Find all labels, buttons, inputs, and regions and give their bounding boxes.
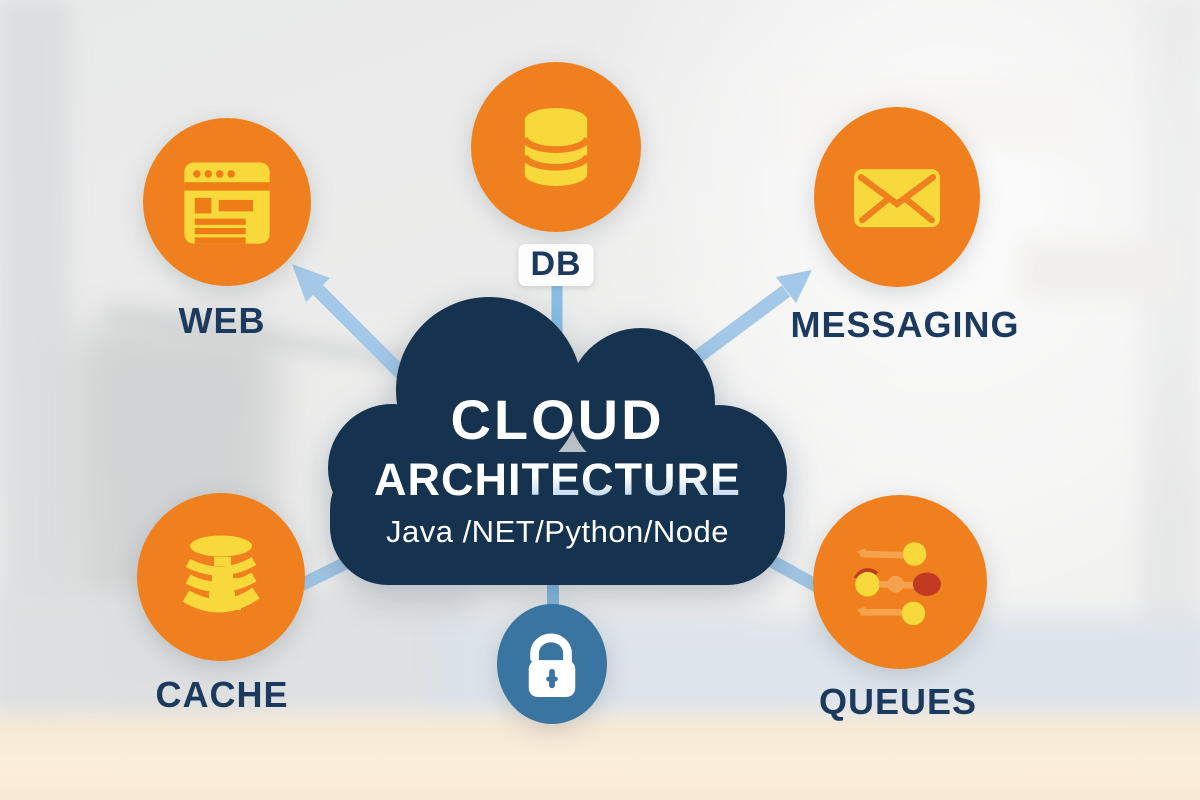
node-label-queues: QUEUES xyxy=(818,681,978,722)
cloud-subtitle: ARCHITECTURE xyxy=(374,454,741,505)
cache-circle xyxy=(137,493,305,661)
node-label-db: DB xyxy=(518,242,594,286)
node-queues xyxy=(813,495,987,669)
db-circle xyxy=(471,62,641,232)
browser-icon xyxy=(184,162,270,244)
security-circle xyxy=(497,604,607,724)
node-label-messaging: MESSAGING xyxy=(790,304,1020,345)
cloud-stack-line: Java /NET/Python/Node xyxy=(385,514,730,549)
cache-database-icon xyxy=(182,535,260,613)
cloud-title-block: CLOUD ARCHITECTURE Java /NET/Python/Node xyxy=(330,388,785,549)
database-icon xyxy=(521,108,591,186)
node-web xyxy=(143,118,311,286)
envelope-icon xyxy=(854,169,940,228)
messaging-circle xyxy=(814,107,980,287)
node-cache xyxy=(137,493,305,661)
db-label-chip: DB xyxy=(518,244,594,286)
cloud-title: CLOUD xyxy=(450,388,665,451)
padlock-icon xyxy=(528,633,576,697)
node-security xyxy=(497,604,607,724)
node-db xyxy=(471,62,641,232)
node-messaging xyxy=(814,107,980,287)
queues-circle xyxy=(813,495,987,669)
node-label-web: WEB xyxy=(178,300,266,341)
web-circle xyxy=(143,118,311,286)
sliders-icon xyxy=(853,542,941,626)
node-label-cache: CACHE xyxy=(155,674,289,715)
